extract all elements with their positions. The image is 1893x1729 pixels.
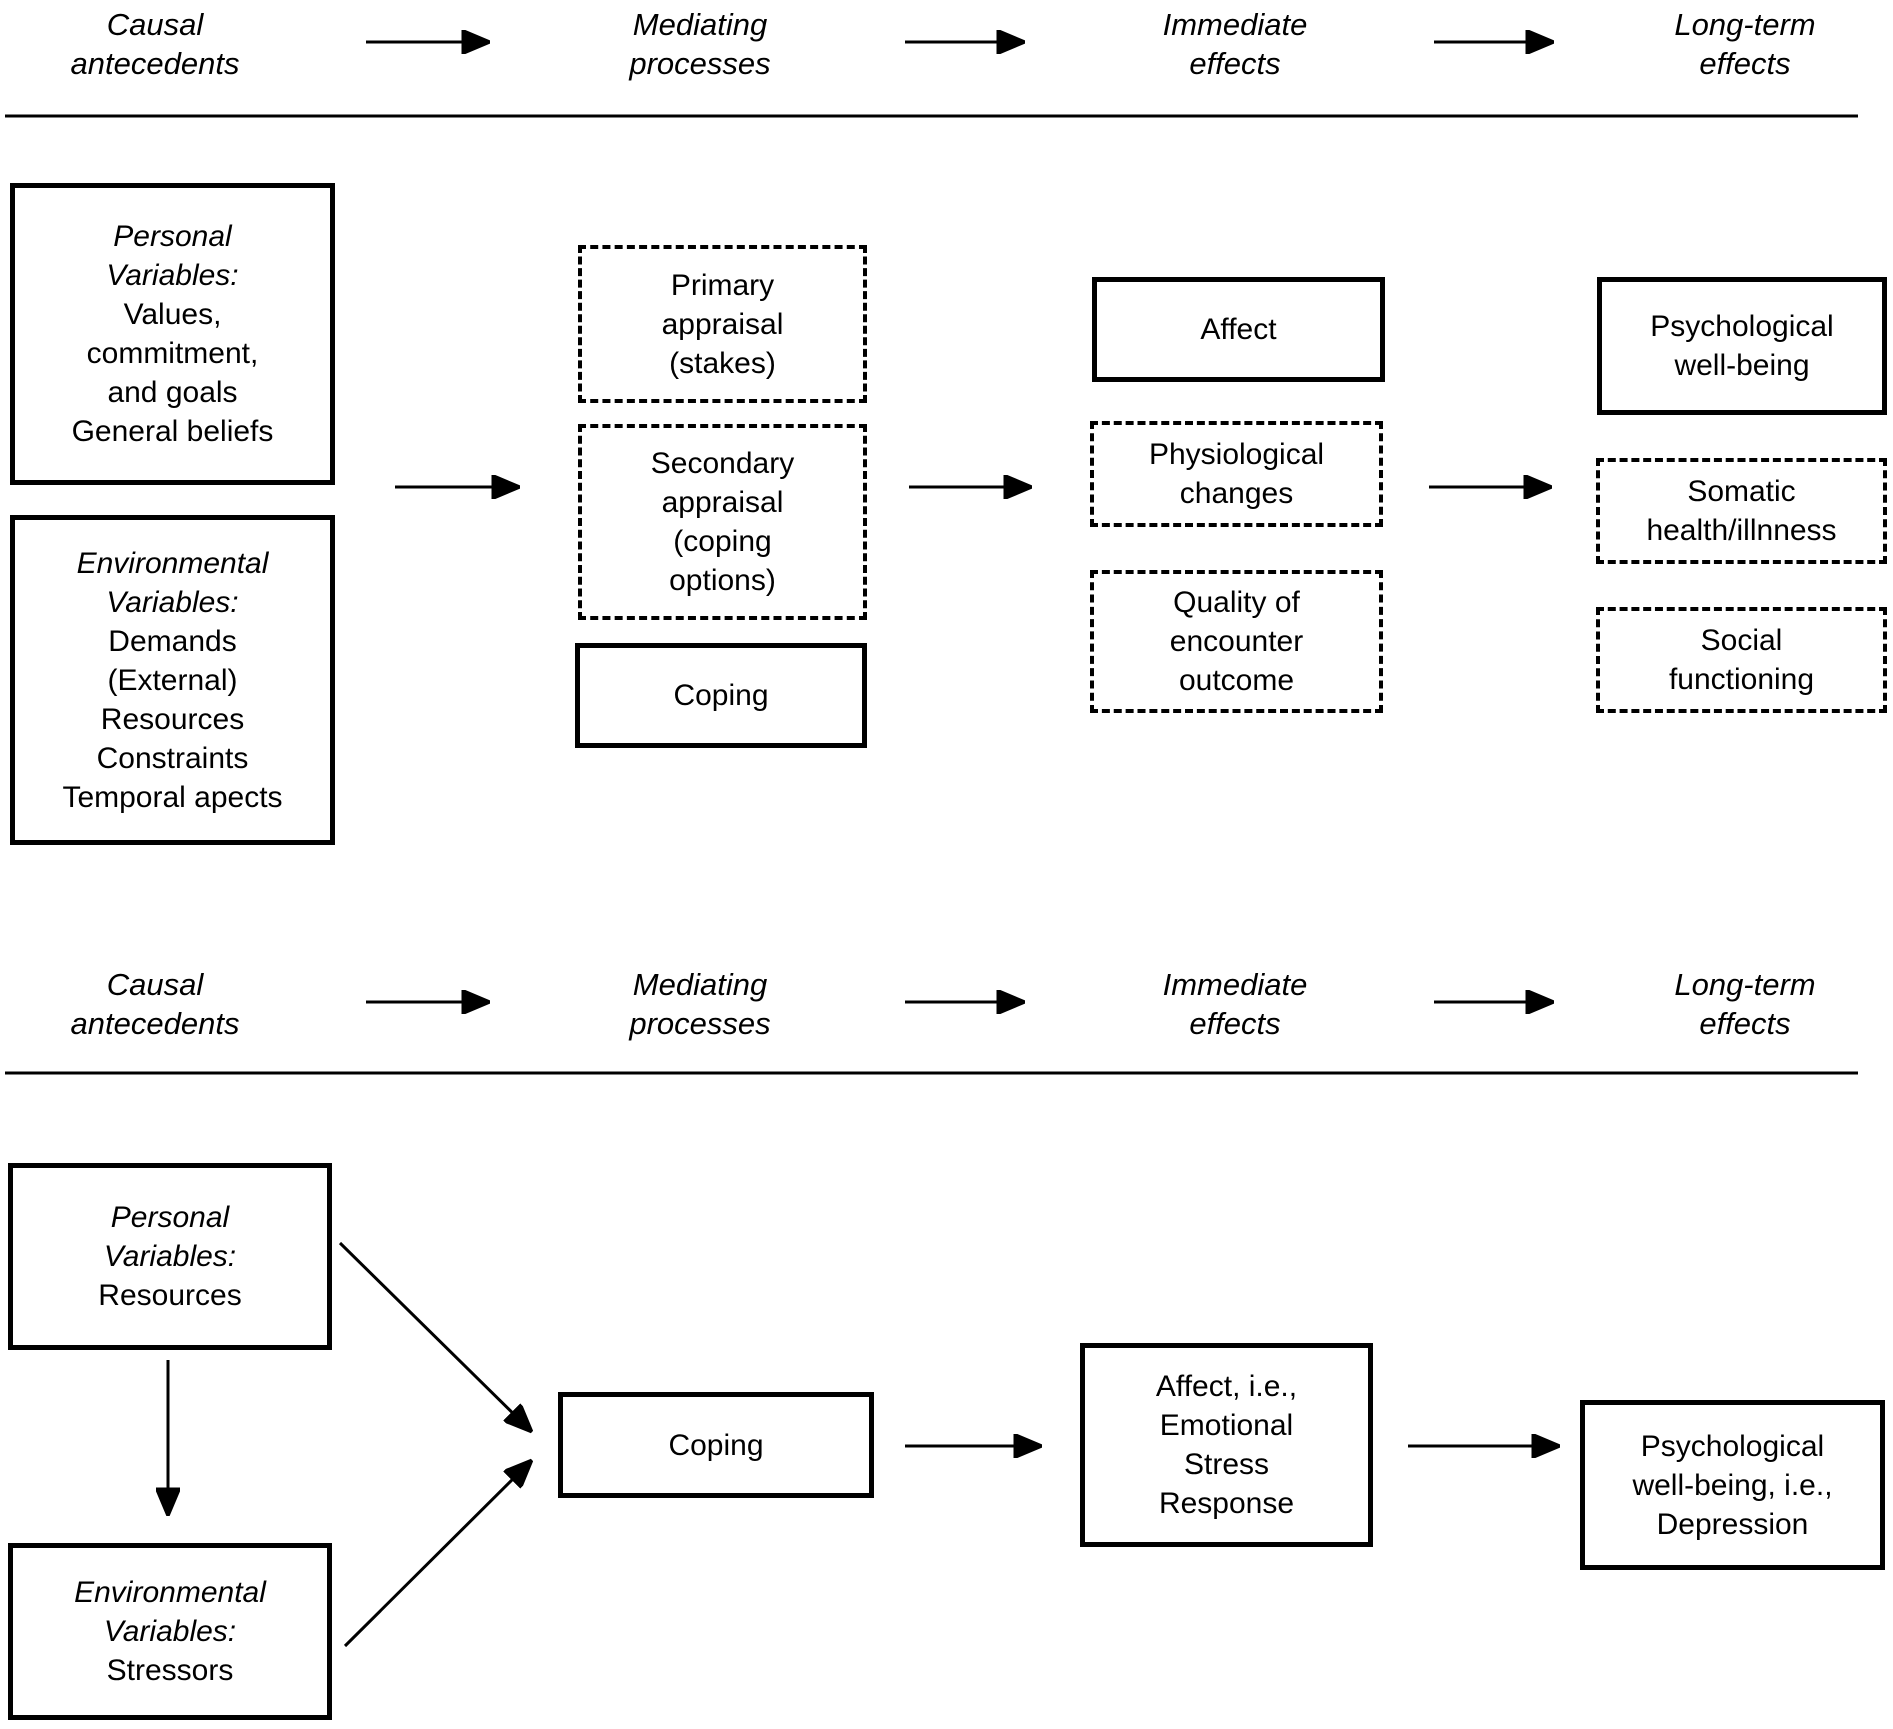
arrow-stressors-to-coping: [343, 1460, 532, 1648]
box-label: Quality of encounter outcome: [1169, 586, 1304, 697]
header-mediating-processes-1: Mediating processes: [629, 7, 771, 81]
header-longterm-effects-1: Long-term effects: [1674, 7, 1816, 81]
box-label: Coping: [668, 1428, 764, 1462]
box-label: Psychological well-being, i.e., Depressi…: [1632, 1429, 1833, 1541]
affect-emotional-stress-response-box: Affect, i.e., Emotional Stress Response: [1080, 1343, 1373, 1547]
psychological-wellbeing-box-1: Psychological well-being: [1597, 277, 1887, 415]
box-label: Affect, i.e., Emotional Stress Response: [1155, 1370, 1298, 1520]
box-line: Values,: [123, 298, 222, 331]
box-line: and goals: [107, 376, 238, 409]
box-label: Physiological changes: [1148, 438, 1325, 510]
box-title: Personal Variables:: [106, 220, 239, 292]
box-line: Temporal apects: [62, 780, 283, 814]
box-label: Coping: [673, 679, 769, 712]
personal-variables-box-2: Personal Variables: Resources: [8, 1163, 332, 1350]
secondary-appraisal-box: Secondary appraisal (coping options): [578, 424, 867, 620]
somatic-health-illness-box: Somatic health/illnness: [1596, 458, 1887, 564]
box-line: Demands: [108, 624, 237, 658]
environmental-variables-box-1: Environmental Variables: Demands (Extern…: [10, 515, 335, 845]
header-immediate-effects-1: Immediate effects: [1162, 7, 1308, 81]
box-label: Secondary appraisal (coping options): [650, 447, 795, 597]
physiological-changes-box: Physiological changes: [1090, 421, 1383, 527]
box-label: Affect: [1200, 313, 1277, 346]
box-line: General beliefs: [71, 415, 274, 448]
coping-box-1: Coping: [575, 643, 867, 748]
box-line: Stressors: [106, 1654, 234, 1687]
quality-of-encounter-outcome-box: Quality of encounter outcome: [1090, 570, 1383, 713]
box-line: Constraints: [96, 741, 249, 775]
social-functioning-box: Social functioning: [1596, 607, 1887, 713]
primary-appraisal-box: Primary appraisal (stakes): [578, 245, 867, 403]
header-causal-antecedents-1: Causal antecedents: [70, 7, 240, 81]
environmental-variables-box-2: Environmental Variables: Stressors: [8, 1543, 332, 1720]
header-mediating-processes-2: Mediating processes: [629, 967, 771, 1041]
box-label: Somatic health/illnness: [1646, 475, 1837, 547]
box-label: Primary appraisal (stakes): [661, 268, 784, 380]
box-line: Resources: [98, 1279, 242, 1312]
header-causal-antecedents-2: Causal antecedents: [70, 967, 240, 1041]
box-label: Psychological well-being: [1650, 310, 1834, 382]
box-title: Personal Variables:: [103, 1201, 237, 1273]
header-longterm-effects-2: Long-term effects: [1674, 967, 1816, 1041]
box-label: Social functioning: [1668, 624, 1815, 696]
box-line: (External): [107, 663, 238, 697]
box-line: commitment,: [86, 337, 259, 370]
box-title: Environmental Variables:: [74, 1576, 266, 1648]
psychological-wellbeing-depression-box: Psychological well-being, i.e., Depressi…: [1580, 1400, 1885, 1570]
header-immediate-effects-2: Immediate effects: [1162, 967, 1308, 1041]
affect-box-1: Affect: [1092, 277, 1385, 382]
coping-box-2: Coping: [558, 1392, 874, 1498]
box-line: Resources: [100, 702, 245, 736]
personal-variables-box-1: Personal Variables: Values, commitment, …: [10, 183, 335, 485]
arrow-personal-to-coping: [338, 1241, 532, 1432]
box-title: Environmental Variables:: [76, 546, 269, 619]
